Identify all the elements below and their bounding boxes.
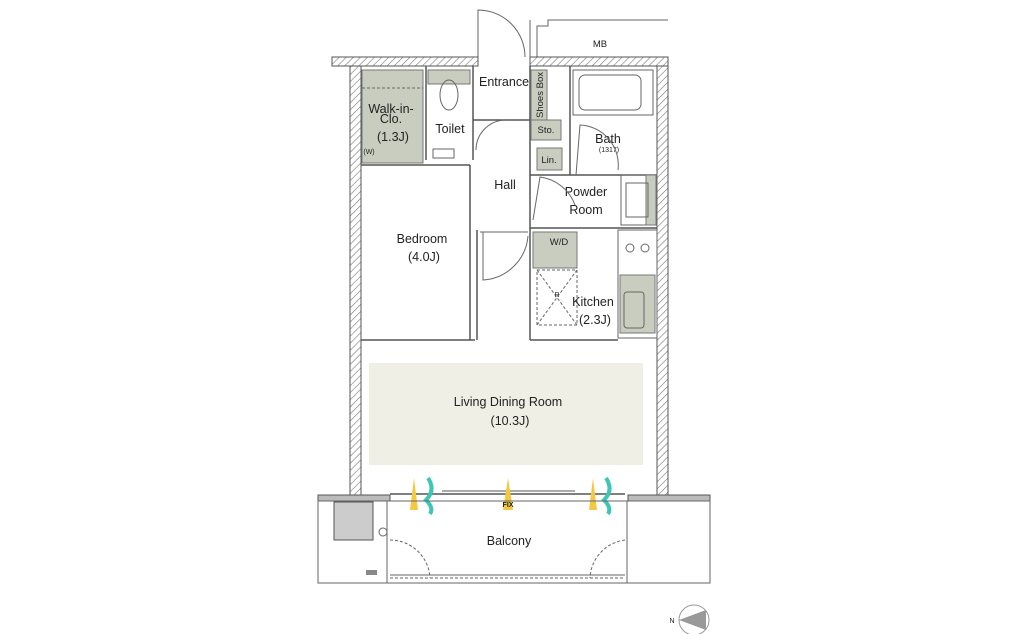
living-dining-room: Living Dining Room (10.3J) (369, 363, 643, 465)
bedroom-size-label: (4.0J) (408, 250, 440, 264)
north-label: N (669, 618, 674, 625)
linen-label: Lin. (541, 155, 556, 166)
storage-label: Sto. (538, 125, 555, 136)
balcony-label: Balcony (487, 534, 532, 548)
airflow-wave-icon (601, 476, 612, 516)
entrance-door[interactable] (477, 9, 526, 58)
bathtub-icon (578, 74, 642, 111)
powder-room-label-2: Room (569, 203, 602, 217)
washer-dryer-label: W/D (550, 237, 569, 248)
living-dining-size-label: (10.3J) (491, 414, 530, 428)
toilet-room: Toilet (427, 69, 471, 159)
north-compass-icon: N (669, 604, 710, 634)
powder-room: Powder Room (532, 174, 658, 226)
balcony: Balcony (317, 494, 711, 584)
stove-burner-icon (640, 243, 650, 253)
toilet-bowl-icon (439, 79, 459, 111)
toilet-label: Toilet (435, 122, 465, 136)
walk-in-w-label: (W) (363, 149, 374, 156)
entrance-area: Entrance Shoes Box Sto. Lin. (475, 69, 563, 171)
bath-label: Bath (595, 132, 621, 146)
stove-burner-icon (625, 243, 635, 253)
airflow-arrow-icon (589, 478, 597, 510)
bath-size-label: (1317) (599, 147, 619, 154)
hall-label: Hall (494, 178, 516, 192)
shoes-box-label: Shoes Box (535, 72, 546, 118)
airflow-arrow-icon (503, 478, 513, 510)
bedroom: Bedroom (4.0J) (397, 231, 529, 281)
toilet-door[interactable] (475, 119, 506, 151)
bedroom-door[interactable] (480, 231, 529, 281)
airflow-wave-icon (423, 476, 434, 516)
living-dining-label: Living Dining Room (454, 395, 562, 409)
walk-in-closet: Walk-in- Clo. (1.3J) (W) (361, 69, 424, 164)
walk-in-closet-label: Walk-in- (368, 102, 413, 116)
entrance-label: Entrance (479, 75, 529, 89)
kitchen: W/D R Kitchen (2.3J) (532, 229, 658, 339)
walk-in-closet-size: (1.3J) (377, 130, 409, 144)
walk-in-closet-label-2: Clo. (380, 112, 402, 126)
mb-label: MB (593, 39, 607, 50)
fix-window-label: FIX (503, 502, 514, 509)
refrigerator-label: R (554, 292, 559, 299)
bath-room: Bath (1317) (572, 69, 654, 176)
powder-room-label: Powder (565, 185, 607, 199)
bedroom-label: Bedroom (397, 232, 448, 246)
mb-room: MB (529, 19, 668, 57)
kitchen-label: Kitchen (572, 295, 614, 309)
balcony-window[interactable]: FIX (390, 476, 625, 516)
outdoor-unit-icon (333, 501, 374, 541)
airflow-arrow-icon (410, 478, 418, 510)
kitchen-size-label: (2.3J) (579, 313, 611, 327)
interior-walls (361, 66, 657, 341)
sink-icon (623, 291, 645, 329)
